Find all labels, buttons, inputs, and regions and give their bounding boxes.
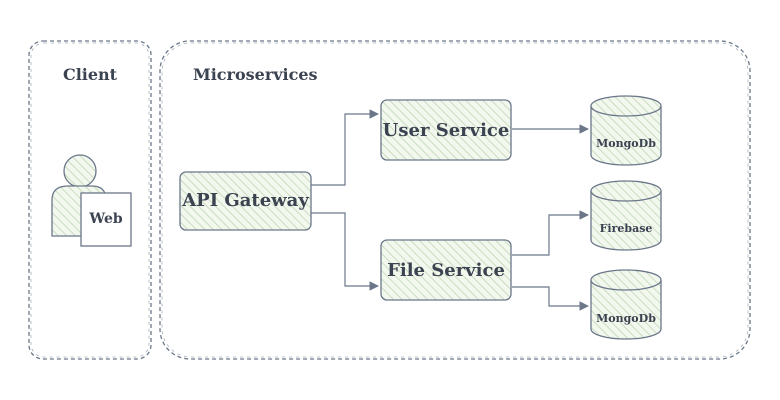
web-label: Web bbox=[89, 211, 123, 227]
mongodb-user-label: MongoDb bbox=[596, 137, 656, 150]
microservices-group-title: Microservices bbox=[193, 65, 318, 84]
api-gateway-node[interactable] bbox=[179, 171, 312, 231]
client-group bbox=[28, 40, 152, 360]
web-node[interactable] bbox=[80, 192, 132, 247]
connector-file-mongodb bbox=[512, 286, 589, 311]
file-service-label: File Service bbox=[387, 260, 505, 281]
connector-gateway-file bbox=[311, 212, 379, 291]
user-service-label: User Service bbox=[382, 120, 510, 141]
mongodb-user-db[interactable] bbox=[590, 95, 662, 166]
connectors bbox=[311, 109, 589, 311]
file-service-node[interactable] bbox=[380, 239, 512, 301]
mongodb-file-db[interactable] bbox=[590, 269, 662, 340]
client-group-title: Client bbox=[62, 65, 118, 84]
user-service-node[interactable] bbox=[380, 99, 512, 161]
microservices-group bbox=[159, 40, 751, 360]
firebase-db[interactable] bbox=[590, 180, 662, 251]
firebase-label: Firebase bbox=[599, 222, 653, 235]
connector-gateway-user bbox=[311, 109, 379, 186]
api-gateway-label: API Gateway bbox=[182, 190, 309, 211]
connector-file-firebase bbox=[512, 210, 589, 256]
mongodb-file-label: MongoDb bbox=[596, 312, 656, 325]
